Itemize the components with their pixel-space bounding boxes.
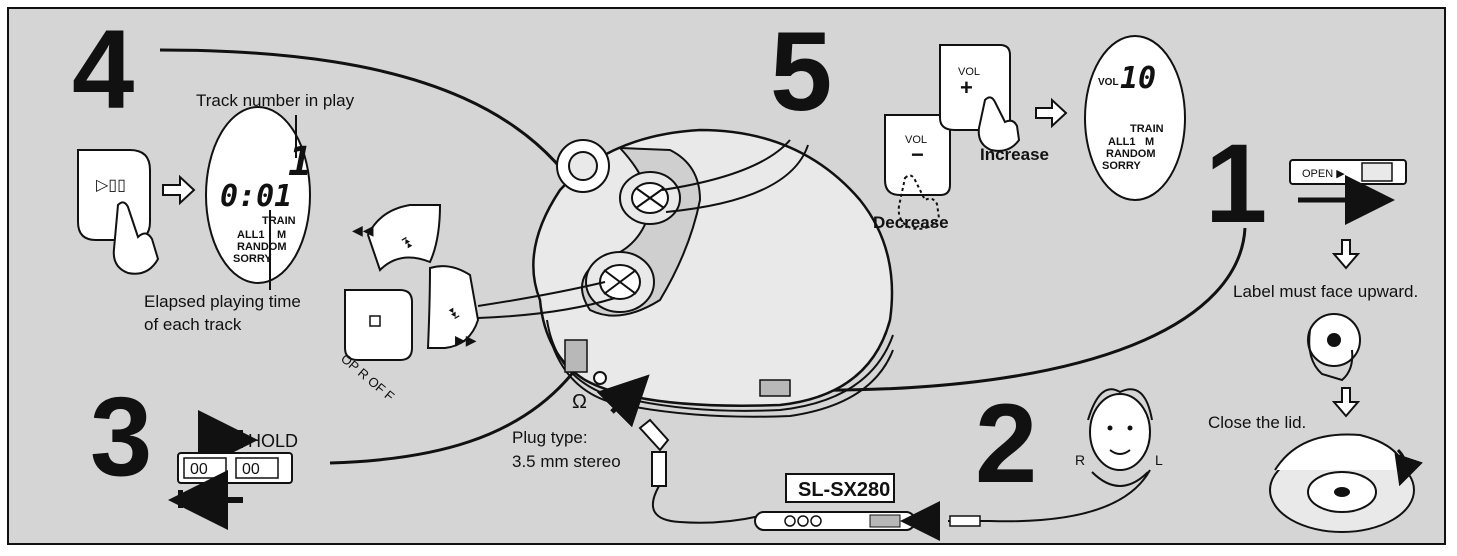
close-lid-note: Close the lid. <box>1208 413 1306 432</box>
plug-type-label-1: Plug type: <box>512 428 588 447</box>
play-pause-icon: ▷▯▯ <box>96 177 126 194</box>
listener-face-illustration <box>1087 388 1153 487</box>
step5-lcd-display: VOL 10 TRAIN ALL1 M RANDOM SORRY <box>1084 35 1186 201</box>
skip-stop-buttons-illustration: ⏮ ⏭ ◀◀ ▶▶ OP R OF F <box>338 204 480 404</box>
elapsed-label-line1: Elapsed playing time <box>144 292 301 311</box>
track-number-label: Track number in play <box>196 91 355 110</box>
step1-number: 1 <box>1205 121 1267 246</box>
headphone-plug-illustration <box>638 418 761 524</box>
next-arrow-icon <box>162 174 196 206</box>
open-slider <box>759 379 791 397</box>
hold-switch-illustration: 00 00 <box>177 452 293 484</box>
right-ear-label: R <box>1075 452 1085 468</box>
lcd5-random: RANDOM <box>1106 148 1156 160</box>
vol-plus-label: VOL <box>958 66 980 78</box>
stop-icon <box>369 315 381 327</box>
plug-in-arrow <box>596 374 650 428</box>
minus-icon: − <box>911 142 924 167</box>
left-ear-label: L <box>1155 452 1163 468</box>
lcd5-m: M <box>1145 136 1154 148</box>
volume-increase-illustration: VOL + Increase <box>939 44 1049 164</box>
step4-lcd-display: 1 0:01 TRAIN ALL1 M RANDOM SORRY <box>205 106 312 284</box>
remote-model-label: SL-SX280 <box>798 479 890 501</box>
lcd-elapsed-time: 0:01 <box>220 179 292 214</box>
lcd-sorry: SORRY <box>233 253 272 265</box>
lcd-track-number: 1 <box>288 139 312 185</box>
step3-number: 3 <box>90 374 152 499</box>
pressing-hand-icon <box>112 201 160 275</box>
skip-forward-button <box>426 265 480 349</box>
disc-insert-hand-illustration <box>1307 313 1361 382</box>
headphone-jack <box>593 371 607 385</box>
skip-back-arrow-icon: ◀◀ <box>352 222 374 238</box>
hold-label: HOLD <box>248 431 298 451</box>
step2-number: 2 <box>975 381 1037 506</box>
play-pause-button-illustration: ▷▯▯ <box>77 149 160 275</box>
vol-minus-label: VOL <box>905 134 927 146</box>
headphone-icon: Ω <box>572 391 587 413</box>
lcd-vol-label: VOL <box>1098 77 1119 88</box>
earphone-plug <box>949 515 981 527</box>
model-label-box <box>785 473 895 503</box>
step4-number: 4 <box>72 7 134 132</box>
skip-back-button <box>366 204 442 272</box>
stop-button <box>344 289 413 361</box>
label-face-upward-note: Label must face upward. <box>1233 282 1418 301</box>
dotted-hand-icon <box>897 174 941 230</box>
pressing-hand-icon-vol <box>977 96 1021 152</box>
lcd5-all1: ALL1 <box>1108 136 1136 148</box>
lcd-m: M <box>277 229 286 241</box>
lcd5-sorry: SORRY <box>1102 160 1141 172</box>
hold-digits-right: 00 <box>242 461 260 478</box>
volume-decrease-illustration: VOL − Decrease <box>873 114 951 232</box>
closed-player-illustration <box>1269 433 1423 533</box>
elapsed-label-line2: of each track <box>144 315 242 334</box>
plug-type-label-2: 3.5 mm stereo <box>512 452 621 471</box>
step1-connector-curve <box>789 227 1247 392</box>
skip-forward-arrow-icon: ▶▶ <box>455 332 477 348</box>
volume-arrow-icon <box>1035 97 1068 129</box>
open-label: OPEN ▶ <box>1302 168 1345 180</box>
open-switch-illustration: OPEN ▶ <box>1289 159 1407 225</box>
decrease-label: Decrease <box>873 213 949 232</box>
down-arrow-icon-1 <box>1331 239 1361 270</box>
hold-switch <box>564 339 588 373</box>
remote-control-illustration <box>754 511 916 531</box>
lcd-all1: ALL1 <box>237 229 265 241</box>
down-arrow-icon-2 <box>1331 387 1361 418</box>
step5-number: 5 <box>770 9 832 134</box>
lcd-train: TRAIN <box>262 215 296 227</box>
plus-icon: + <box>960 75 973 100</box>
lcd-volume-level: 10 <box>1120 61 1156 96</box>
increase-label: Increase <box>980 145 1049 164</box>
cd-player-illustration <box>532 128 894 418</box>
hold-digits-left: 00 <box>190 461 208 478</box>
lcd-random: RANDOM <box>237 241 287 253</box>
lcd5-train: TRAIN <box>1130 123 1164 135</box>
step3-connector-curve <box>329 369 577 465</box>
